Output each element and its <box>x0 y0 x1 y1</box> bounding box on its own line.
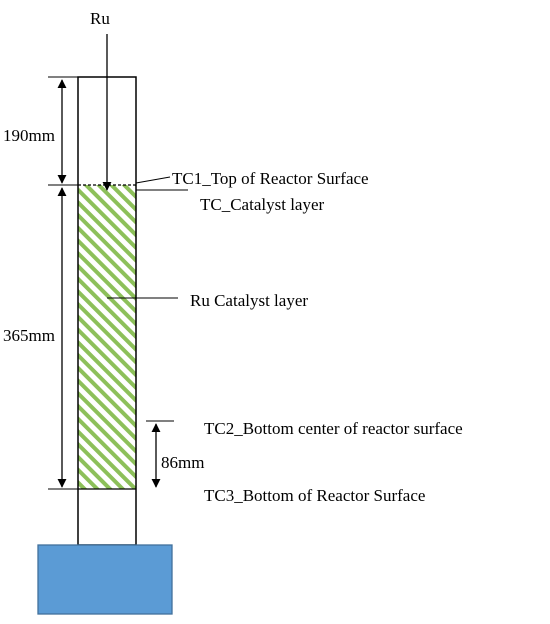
tc-catalyst-label: TC_Catalyst layer <box>200 195 325 214</box>
dimension-label-86mm: 86mm <box>161 453 204 472</box>
catalyst-layer-region <box>78 185 136 489</box>
tc2-label: TC2_Bottom center of reactor surface <box>204 419 463 438</box>
dimension-label-190mm: 190mm <box>3 126 55 145</box>
tc3-label: TC3_Bottom of Reactor Surface <box>204 486 425 505</box>
tc1-label: TC1_Top of Reactor Surface <box>172 169 369 188</box>
inlet-label: Ru <box>90 9 110 28</box>
catalyst-layer-label: Ru Catalyst layer <box>190 291 308 310</box>
reactor-base-block <box>37 544 173 615</box>
tc1-leader-line <box>135 176 171 184</box>
dimension-label-365mm: 365mm <box>3 326 55 345</box>
